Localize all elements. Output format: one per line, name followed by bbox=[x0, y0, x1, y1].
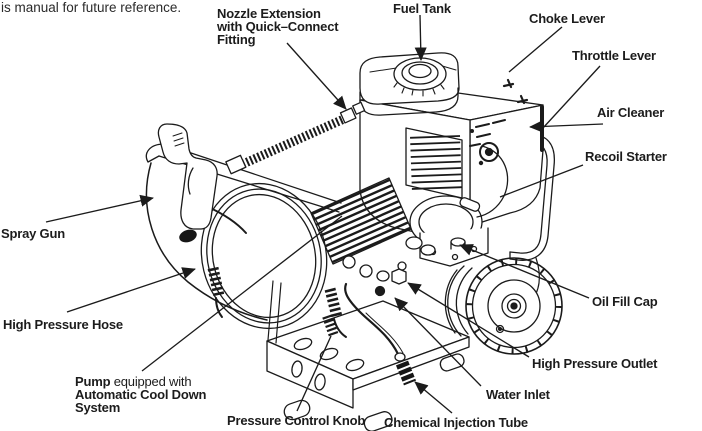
air-cleaner-arrow bbox=[529, 120, 604, 133]
label-pressure-control-knob: Pressure Control Knob bbox=[227, 413, 366, 428]
manual-note-text: is manual for future reference. bbox=[1, 0, 182, 15]
choke-lever-line bbox=[508, 26, 563, 73]
label-choke-lever: Choke Lever bbox=[529, 11, 605, 26]
label-nozzle-extension-line2: with Quick–Connect bbox=[217, 19, 339, 34]
label-high-pressure-outlet: High Pressure Outlet bbox=[532, 356, 658, 371]
label-spray-gun: Spray Gun bbox=[1, 226, 65, 241]
label-chemical-injection-tube: Chemical Injection Tube bbox=[384, 415, 528, 430]
high-pressure-hose-arrow bbox=[66, 267, 196, 313]
water-inlet-arrow bbox=[394, 297, 482, 387]
oil-fill-cap-part bbox=[450, 237, 466, 250]
nozzle-extension-wand bbox=[225, 101, 366, 175]
high-pressure-outlet-fitting bbox=[391, 268, 407, 285]
choke-lever-glyph bbox=[502, 78, 515, 89]
label-nozzle-extension-line3: Fitting bbox=[217, 32, 256, 47]
throttle-lever-glyph bbox=[516, 94, 529, 105]
chemical-injection-tube-arrow bbox=[414, 381, 453, 414]
nozzle-extension-arrow bbox=[286, 42, 347, 110]
label-pump-line3: System bbox=[75, 400, 121, 415]
label-pump-line1: Pump equipped with bbox=[75, 375, 206, 388]
label-air-cleaner: Air Cleaner bbox=[597, 105, 665, 120]
label-pump-line2: Automatic Cool Down bbox=[75, 387, 207, 402]
recoil-starter-line bbox=[499, 164, 584, 198]
pressure-control-knob-line bbox=[296, 335, 332, 412]
oil-fill-cap-arrow bbox=[459, 244, 590, 299]
pump-line bbox=[141, 215, 343, 372]
label-pump-rest: equipped with bbox=[110, 374, 192, 389]
label-oil-fill-cap: Oil Fill Cap bbox=[592, 294, 658, 309]
throttle-lever-line bbox=[542, 65, 601, 129]
label-water-inlet: Water Inlet bbox=[486, 387, 550, 402]
label-fuel-tank: Fuel Tank bbox=[393, 1, 451, 16]
spray-gun-arrow bbox=[45, 194, 154, 223]
label-recoil-starter: Recoil Starter bbox=[585, 149, 667, 164]
label-nozzle-extension: Nozzle Extension with Quick–Connect Fitt… bbox=[217, 6, 339, 47]
engine bbox=[359, 52, 544, 267]
label-nozzle-extension-line1: Nozzle Extension bbox=[217, 6, 321, 21]
frame-loop-handle bbox=[145, 143, 342, 321]
fuel-tank-arrow bbox=[414, 14, 427, 61]
label-throttle-lever: Throttle Lever bbox=[572, 48, 656, 63]
chemical-injection-tube-part bbox=[344, 282, 417, 386]
label-pump-bold: Pump bbox=[75, 374, 111, 389]
base-frame bbox=[266, 280, 470, 431]
label-high-pressure-hose: High Pressure Hose bbox=[3, 317, 123, 332]
label-pump: Pump equipped with Automatic Cool Down S… bbox=[75, 375, 206, 414]
water-inlet-fitting bbox=[374, 285, 386, 297]
pressure-control-knob-part bbox=[322, 314, 339, 338]
spray-gun-part bbox=[157, 123, 218, 243]
high-pressure-outlet-arrow bbox=[407, 282, 530, 358]
fuel-cap bbox=[393, 57, 447, 97]
leader-lines bbox=[45, 14, 604, 414]
